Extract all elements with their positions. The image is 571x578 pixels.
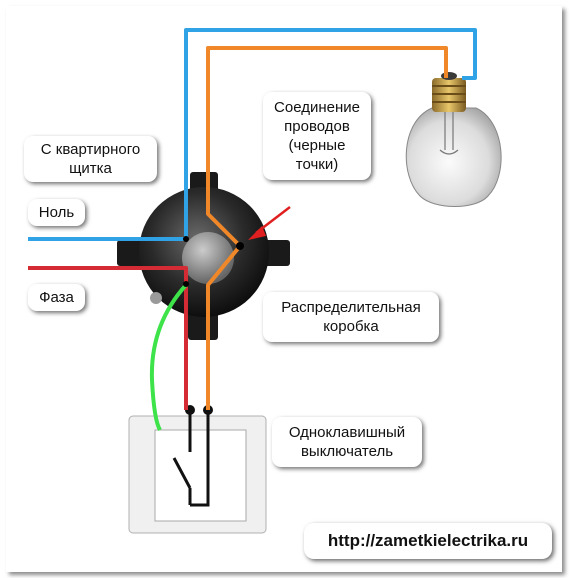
label-junction-box: Распределительная коробка xyxy=(263,292,439,342)
connection-arrow xyxy=(248,206,291,240)
label-from-panel: С квартирного щитка xyxy=(24,136,157,182)
label-switch: Одноклавишный выключатель xyxy=(272,417,422,467)
ground-wire xyxy=(149,283,188,432)
switched-wire xyxy=(206,46,448,410)
light-switch xyxy=(128,405,267,534)
website-url: http://zametkielectrika.ru xyxy=(304,523,552,559)
wires xyxy=(28,28,477,432)
light-bulb xyxy=(405,72,502,207)
label-phase: Фаза xyxy=(28,284,85,311)
label-neutral: Ноль xyxy=(28,199,85,226)
phase-wire xyxy=(28,266,188,410)
connection-dot-phase xyxy=(183,281,189,287)
neutral-wire xyxy=(28,28,477,241)
label-connection: Соединение проводов (черные точки) xyxy=(263,92,371,180)
connection-dot-switched xyxy=(236,242,244,250)
connection-dot-neutral xyxy=(183,236,189,242)
